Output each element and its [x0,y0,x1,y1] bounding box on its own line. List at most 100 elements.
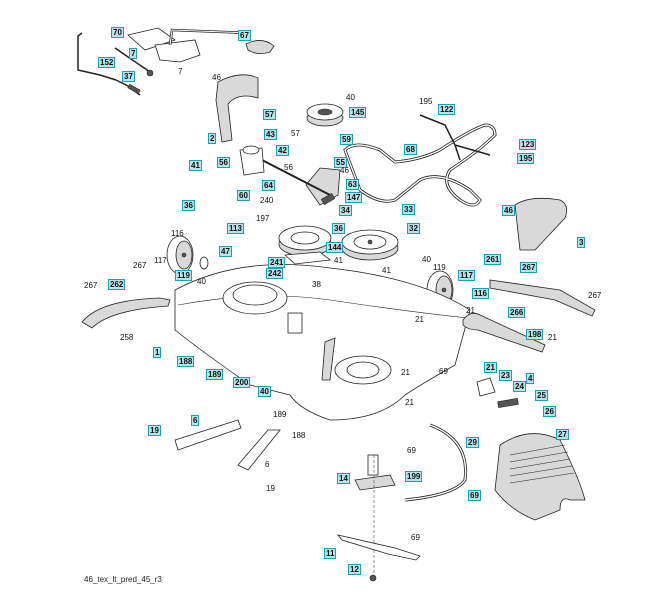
part-label-69[interactable]: 69 [468,490,481,501]
part-label-57[interactable]: 57 [291,129,300,138]
part-label-69[interactable]: 69 [411,533,420,542]
part-label-197[interactable]: 197 [256,214,270,223]
part-label-32[interactable]: 32 [407,223,420,234]
part-label-56[interactable]: 56 [284,163,293,172]
part-label-68[interactable]: 68 [404,144,417,155]
part-label-116[interactable]: 116 [171,229,184,238]
part-label-21[interactable]: 21 [548,333,557,342]
part-label-113[interactable]: 113 [227,223,244,234]
part-label-21[interactable]: 21 [415,315,424,324]
part-label-47[interactable]: 47 [219,246,232,257]
part-label-6[interactable]: 6 [191,415,200,426]
part-label-34[interactable]: 34 [339,205,352,216]
part-label-67[interactable]: 67 [238,30,251,41]
part-label-69[interactable]: 69 [407,446,416,455]
part-label-266[interactable]: 266 [508,307,526,318]
part-label-29[interactable]: 29 [466,437,479,448]
part-label-19[interactable]: 19 [266,484,275,493]
part-label-42[interactable]: 42 [276,145,289,156]
part-label-199[interactable]: 199 [405,471,423,482]
part-label-46[interactable]: 46 [340,166,349,175]
part-label-242[interactable]: 242 [266,268,284,279]
part-label-145[interactable]: 145 [349,107,367,118]
part-label-26[interactable]: 26 [543,406,556,417]
part-label-189[interactable]: 189 [206,369,224,380]
pulley-32 [341,229,399,261]
part-label-25[interactable]: 25 [535,390,548,401]
part-label-7[interactable]: 7 [178,67,183,76]
cable-assembly [77,32,154,96]
part-label-4[interactable]: 4 [526,373,535,384]
part-label-21[interactable]: 21 [405,398,414,407]
part-label-144[interactable]: 144 [326,242,344,253]
part-label-117[interactable]: 117 [458,270,475,281]
part-label-1[interactable]: 1 [153,347,162,358]
part-label-43[interactable]: 43 [264,129,277,140]
part-label-24[interactable]: 24 [513,381,526,392]
part-label-267[interactable]: 267 [133,261,147,270]
part-label-46[interactable]: 46 [502,205,515,216]
part-label-262[interactable]: 262 [108,279,126,290]
part-label-64[interactable]: 64 [262,180,275,191]
part-label-267[interactable]: 267 [84,281,98,290]
part-label-12[interactable]: 12 [348,564,361,575]
part-label-7[interactable]: 7 [129,48,138,59]
part-label-188[interactable]: 188 [292,431,306,440]
part-label-40[interactable]: 40 [422,255,431,264]
part-label-23[interactable]: 23 [499,370,512,381]
part-label-41[interactable]: 41 [189,160,202,171]
part-label-240[interactable]: 240 [260,196,274,205]
part-label-40[interactable]: 40 [346,93,355,102]
part-label-27[interactable]: 27 [556,429,569,440]
part-label-198[interactable]: 198 [526,329,544,340]
part-label-21[interactable]: 21 [484,362,497,373]
part-label-33[interactable]: 33 [402,204,415,215]
part-label-21[interactable]: 21 [401,368,410,377]
part-label-152[interactable]: 152 [98,57,116,68]
part-label-60[interactable]: 60 [237,190,250,201]
part-label-38[interactable]: 38 [312,280,321,289]
part-label-70[interactable]: 70 [111,27,124,38]
part-label-59[interactable]: 59 [340,134,353,145]
part-label-119[interactable]: 119 [433,263,446,272]
part-label-36[interactable]: 36 [182,200,195,211]
part-label-21[interactable]: 21 [466,306,475,315]
part-label-36[interactable]: 36 [332,223,345,234]
part-label-116[interactable]: 116 [472,288,489,299]
pivot-bracket [239,145,265,176]
part-label-41[interactable]: 41 [382,266,391,275]
part-label-258[interactable]: 258 [120,333,134,342]
part-label-46[interactable]: 46 [212,73,221,82]
part-label-3[interactable]: 3 [577,237,586,248]
part-label-57[interactable]: 57 [263,109,276,120]
gauge-wheel-left [166,235,209,275]
part-label-56[interactable]: 56 [217,157,230,168]
part-label-19[interactable]: 19 [148,425,161,436]
part-label-267[interactable]: 267 [588,291,602,300]
part-label-188[interactable]: 188 [177,356,195,367]
part-label-41[interactable]: 41 [334,256,343,265]
part-label-147[interactable]: 147 [345,192,363,203]
part-label-195[interactable]: 195 [419,97,433,106]
part-label-267[interactable]: 267 [520,262,538,273]
part-label-6[interactable]: 6 [265,460,270,469]
part-label-63[interactable]: 63 [346,179,359,190]
part-label-55[interactable]: 55 [334,157,347,168]
part-label-14[interactable]: 14 [337,473,350,484]
part-label-241[interactable]: 241 [268,257,286,268]
pulley-36 [278,225,332,265]
part-label-117[interactable]: 117 [154,256,167,265]
part-label-189[interactable]: 189 [273,410,287,419]
part-label-37[interactable]: 37 [122,71,135,82]
part-label-195[interactable]: 195 [517,153,535,164]
part-label-11[interactable]: 11 [324,548,337,559]
part-label-122[interactable]: 122 [438,104,456,115]
part-label-2[interactable]: 2 [208,133,217,144]
part-label-69[interactable]: 69 [439,367,448,376]
part-label-200[interactable]: 200 [233,377,251,388]
part-label-123[interactable]: 123 [519,139,537,150]
part-label-119[interactable]: 119 [175,270,192,281]
part-label-40[interactable]: 40 [258,386,271,397]
part-label-40[interactable]: 40 [197,277,206,286]
part-label-261[interactable]: 261 [484,254,502,265]
